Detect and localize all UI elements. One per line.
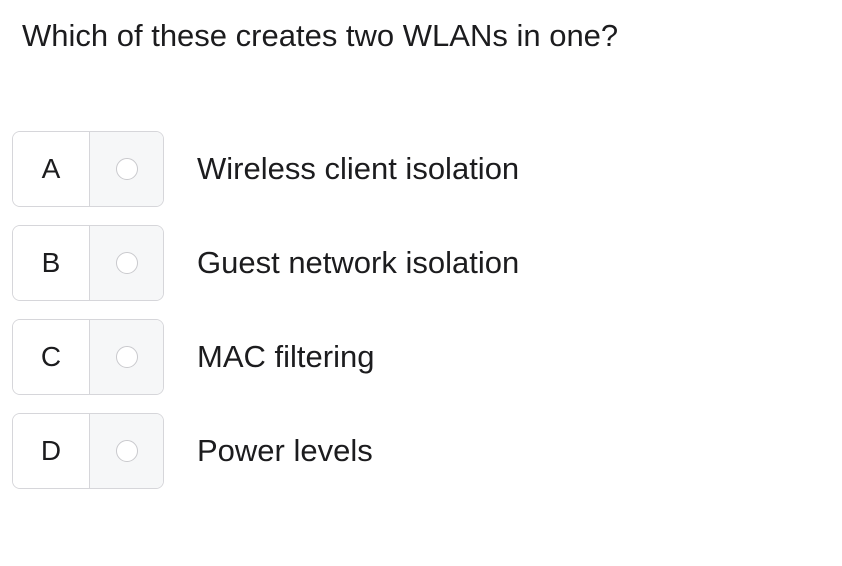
option-b-radio-cell[interactable] bbox=[90, 226, 163, 300]
option-c-radio[interactable] bbox=[115, 346, 138, 368]
option-d[interactable]: D Power levels bbox=[12, 413, 812, 489]
option-b-text[interactable]: Guest network isolation bbox=[197, 245, 520, 280]
option-a-text[interactable]: Wireless client isolation bbox=[197, 151, 520, 186]
option-d-letter: D bbox=[13, 414, 90, 488]
option-c-box[interactable]: C bbox=[12, 319, 164, 395]
option-a-radio-cell[interactable] bbox=[90, 132, 163, 206]
option-c[interactable]: C MAC filtering bbox=[12, 319, 812, 395]
answer-options: A Wireless client isolation B Guest netw… bbox=[12, 131, 812, 507]
option-b[interactable]: B Guest network isolation bbox=[12, 225, 812, 301]
option-a-radio[interactable] bbox=[115, 158, 138, 180]
option-b-box[interactable]: B bbox=[12, 225, 164, 301]
option-c-letter: C bbox=[13, 320, 90, 394]
option-d-radio[interactable] bbox=[115, 440, 138, 462]
option-b-letter: B bbox=[13, 226, 90, 300]
option-a-box[interactable]: A bbox=[12, 131, 164, 207]
option-b-radio[interactable] bbox=[115, 252, 138, 274]
option-d-box[interactable]: D bbox=[12, 413, 164, 489]
option-a-letter: A bbox=[13, 132, 90, 206]
option-c-text[interactable]: MAC filtering bbox=[197, 339, 375, 374]
option-d-text[interactable]: Power levels bbox=[197, 433, 373, 468]
option-d-radio-cell[interactable] bbox=[90, 414, 163, 488]
option-a[interactable]: A Wireless client isolation bbox=[12, 131, 812, 207]
option-c-radio-cell[interactable] bbox=[90, 320, 163, 394]
question-text: Which of these creates two WLANs in one? bbox=[22, 18, 619, 53]
